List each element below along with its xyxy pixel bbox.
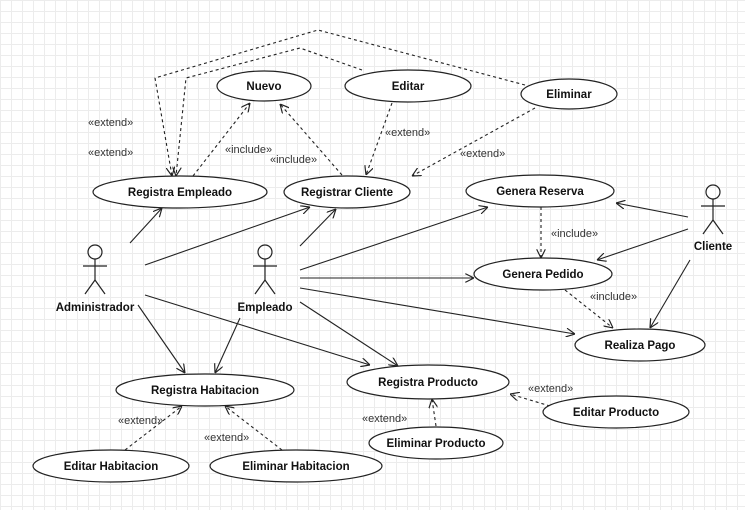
actor-administrador[interactable]: Administrador [56, 244, 135, 314]
extend-eliminar-to-regcli [412, 107, 536, 176]
use-case-label: Editar Producto [573, 407, 659, 419]
use-case-ellipse [216, 70, 312, 102]
use-case-ellipse [209, 449, 383, 483]
use-case-label: Nuevo [246, 81, 281, 93]
extend-stereotype-label: «extend» [385, 127, 430, 139]
association-emp-to-regcli [299, 209, 336, 247]
actor-label: Cliente [694, 241, 732, 253]
use-case-ellipse [368, 426, 504, 460]
use-case-label: Editar [392, 81, 425, 93]
extend-editar-to-regemp [176, 47, 363, 176]
include-stereotype-label: «include» [225, 144, 272, 156]
use-case-genera-reserva[interactable]: Genera Reserva [465, 174, 615, 208]
stick-figure-icon [253, 244, 277, 295]
association-cli-to-genres [616, 203, 689, 218]
use-case-ellipse [92, 175, 268, 209]
use-case-ellipse [473, 257, 613, 291]
use-case-ellipse [465, 174, 615, 208]
use-case-registra-empleado[interactable]: Registra Empleado [92, 175, 268, 209]
stick-figure-icon [83, 244, 107, 295]
extend-elprod-to-regprod [432, 399, 436, 427]
association-emp-to-genres [299, 207, 488, 271]
include-stereotype-label: «include» [270, 154, 317, 166]
extend-stereotype-label: «extend» [460, 148, 505, 160]
association-emp-to-pago [299, 287, 575, 334]
use-case-eliminar-producto[interactable]: Eliminar Producto [368, 426, 504, 460]
extend-eliminar-to-regemp [154, 29, 526, 176]
extend-edprod-to-regprod [510, 394, 551, 407]
extend-stereotype-label: «extend» [88, 117, 133, 129]
use-case-ellipse [32, 449, 190, 483]
association-emp-to-reghab [215, 317, 241, 373]
include-regemp-to-nuevo [192, 103, 250, 177]
stick-figure-icon [701, 184, 725, 235]
use-case-realiza-pago[interactable]: Realiza Pago [574, 328, 706, 362]
include-stereotype-label: «include» [590, 291, 637, 303]
include-genped-to-pago [564, 289, 613, 328]
relationships [124, 29, 691, 451]
use-case-label: Realiza Pago [605, 340, 676, 352]
extend-editar-to-regcli [366, 102, 393, 175]
actor-empleado[interactable]: Empleado [238, 244, 293, 314]
association-admin-to-regprod [144, 294, 370, 365]
include-regcli-to-nuevo [280, 104, 343, 176]
use-case-ellipse [574, 328, 706, 362]
use-case-registra-producto[interactable]: Registra Producto [346, 364, 510, 400]
use-case-editar[interactable]: Editar [344, 69, 472, 103]
extend-stereotype-label: «extend» [88, 147, 133, 159]
actors: Administrador Empleado Cliente [56, 184, 732, 314]
extend-stereotype-label: «extend» [362, 413, 407, 425]
extend-stereotype-label: «extend» [118, 415, 163, 427]
actor-label: Empleado [238, 302, 293, 314]
use-case-label: Editar Habitacion [64, 461, 159, 473]
use-case-editar-producto[interactable]: Editar Producto [542, 395, 690, 429]
use-case-label: Eliminar Producto [386, 438, 485, 450]
association-cli-to-pago [650, 259, 691, 328]
use-case-label: Eliminar [546, 89, 592, 101]
use-case-ellipse [520, 78, 618, 110]
extend-stereotype-label: «extend» [528, 383, 573, 395]
actor-cliente[interactable]: Cliente [694, 184, 732, 253]
use-case-editar-habitacion[interactable]: Editar Habitacion [32, 449, 190, 483]
association-admin-to-regemp [129, 208, 162, 244]
association-cli-to-genped [597, 228, 689, 260]
use-case-ellipse [346, 364, 510, 400]
association-admin-to-reghab [137, 304, 185, 373]
use-case-eliminar-habitacion[interactable]: Eliminar Habitacion [209, 449, 383, 483]
extend-elhab-to-reghab [225, 406, 283, 451]
use-case-label: Registrar Cliente [301, 187, 393, 199]
use-case-ellipse [344, 69, 472, 103]
use-case-label: Registra Empleado [128, 187, 232, 199]
use-case-nuevo[interactable]: Nuevo [216, 70, 312, 102]
actor-label: Administrador [56, 302, 135, 314]
use-case-label: Registra Producto [378, 377, 478, 389]
association-admin-to-regcli [144, 207, 310, 266]
use-case-label: Registra Habitacion [151, 385, 259, 397]
extend-edhab-to-reghab [124, 406, 182, 451]
use-case-registra-habitacion[interactable]: Registra Habitacion [115, 373, 295, 407]
use-case-ellipse [542, 395, 690, 429]
use-case-eliminar[interactable]: Eliminar [520, 78, 618, 110]
association-emp-to-regprod [299, 301, 398, 366]
extend-stereotype-label: «extend» [204, 432, 249, 444]
use-case-label: Genera Reserva [496, 186, 584, 198]
use-case-ellipse [283, 175, 411, 209]
use-case-ellipse [115, 373, 295, 407]
stereotype-labels: «extend»«extend»«include»«include»«exten… [88, 117, 637, 444]
use-case-registrar-cliente[interactable]: Registrar Cliente [283, 175, 411, 209]
use-case-genera-pedido[interactable]: Genera Pedido [473, 257, 613, 291]
use-case-label: Genera Pedido [502, 269, 583, 281]
include-stereotype-label: «include» [551, 228, 598, 240]
use-case-label: Eliminar Habitacion [242, 461, 349, 473]
